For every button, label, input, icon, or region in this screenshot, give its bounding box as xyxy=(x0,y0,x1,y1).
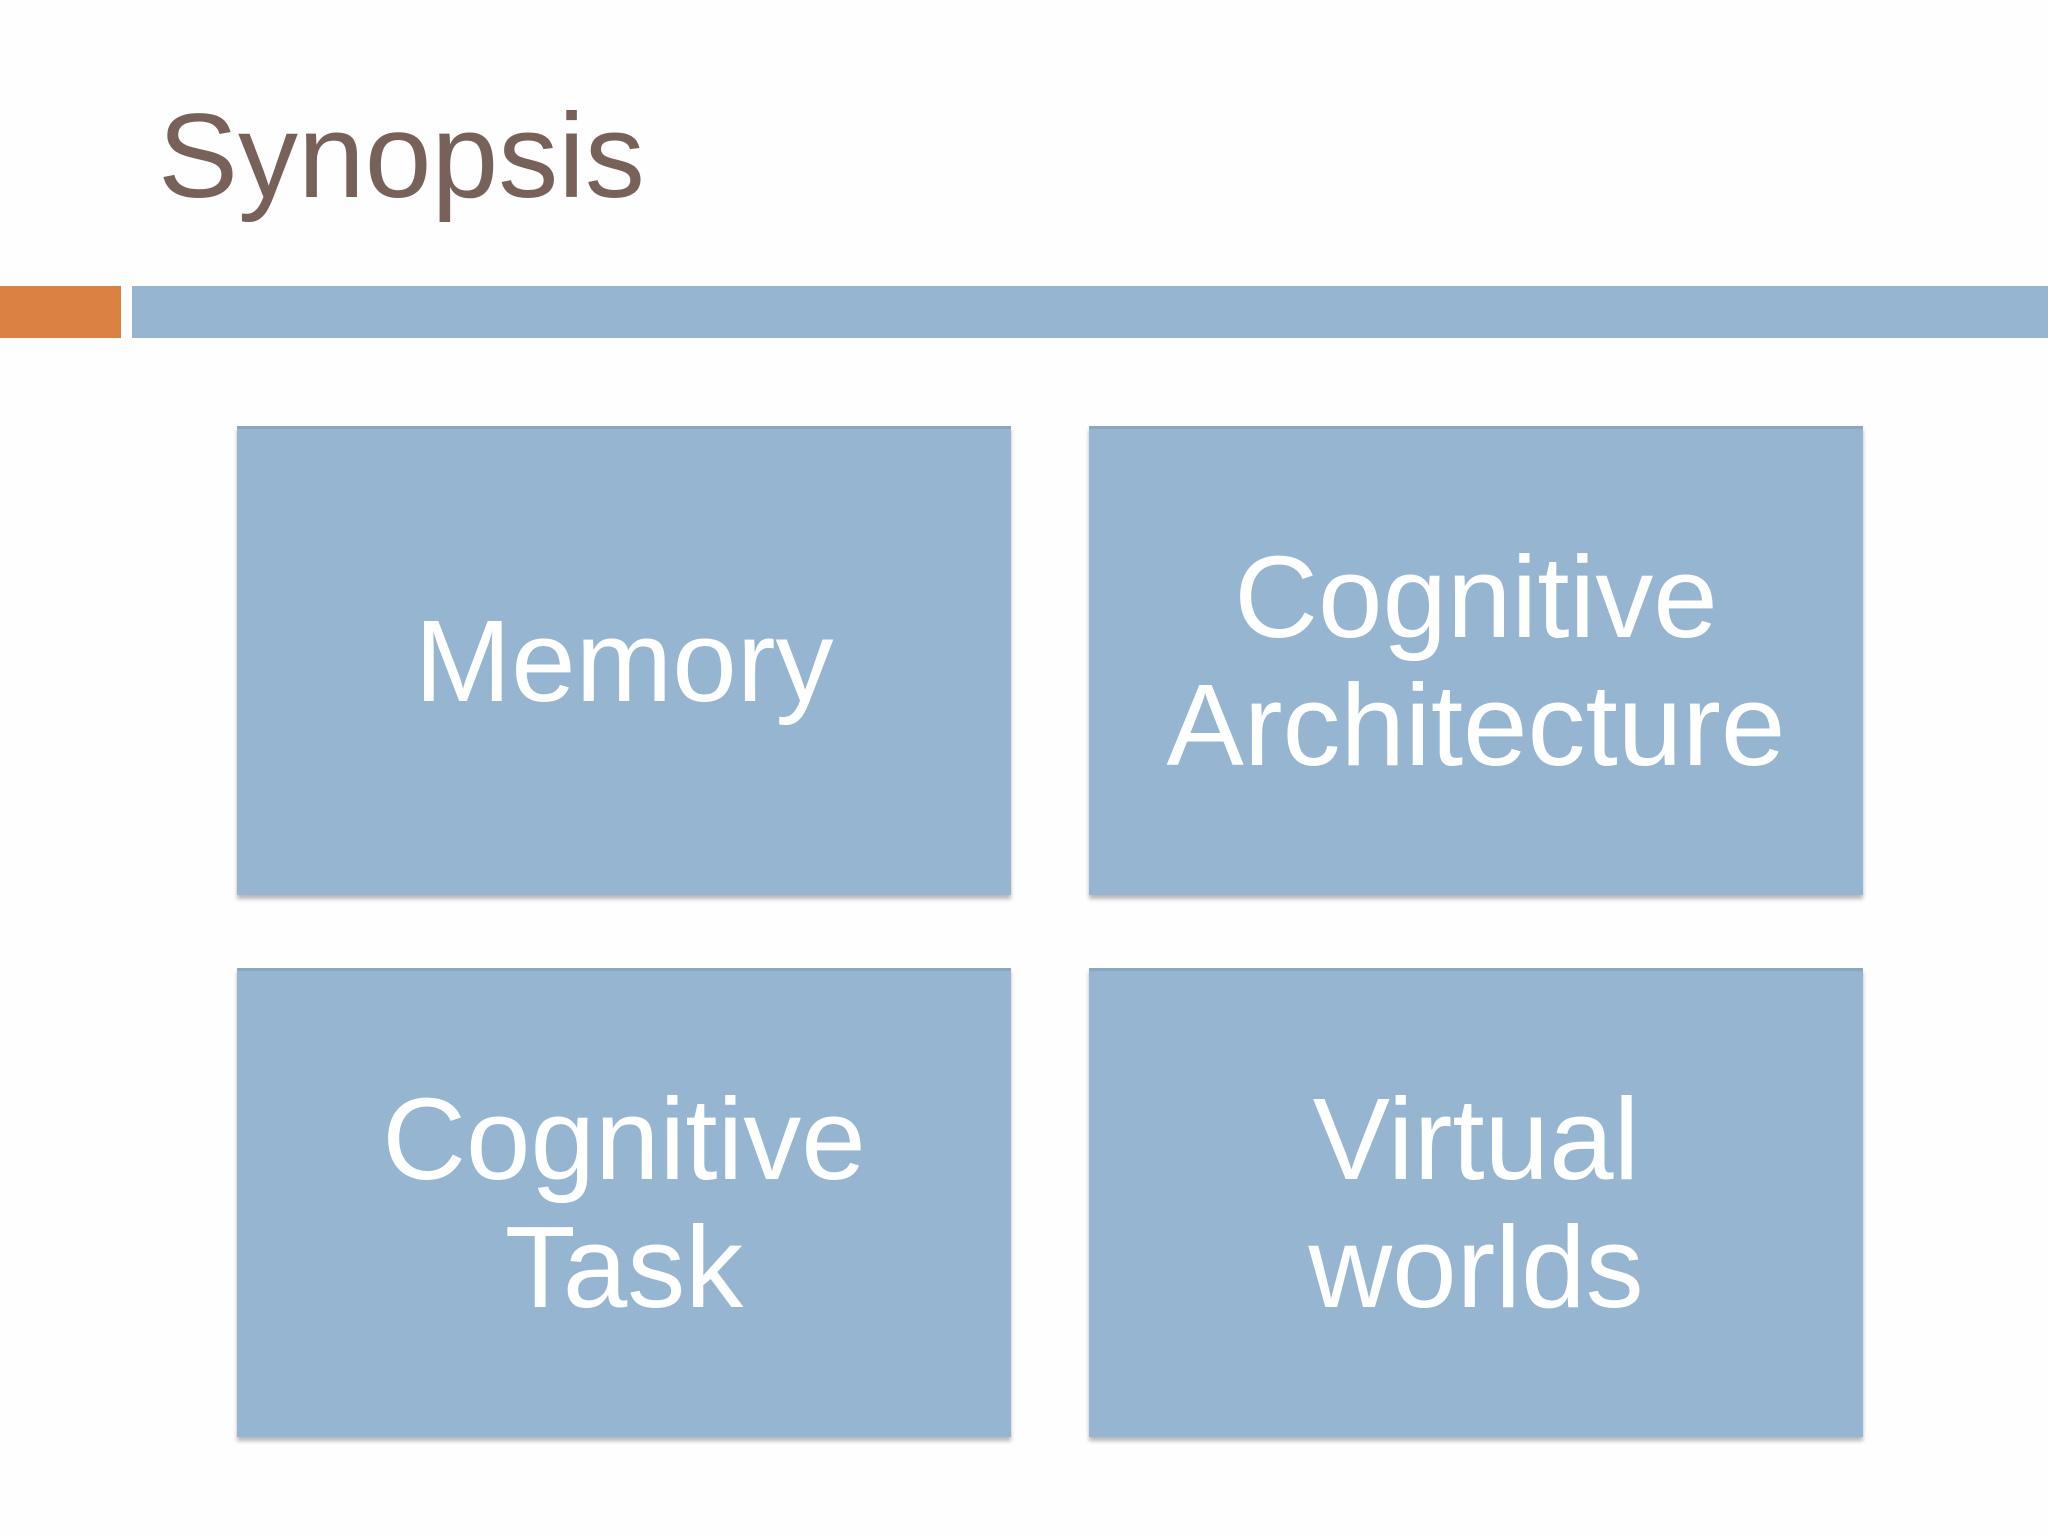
topic-box-label: Cognitive xyxy=(1234,532,1718,663)
title-accent-orange-bar xyxy=(0,286,121,338)
topic-box-label: Virtual xyxy=(1312,1074,1640,1205)
title-accent-blue-bar xyxy=(132,286,2048,338)
topic-box-cognitive-architecture: Cognitive Architecture xyxy=(1089,426,1863,895)
topic-box-label: Task xyxy=(504,1202,744,1332)
topic-box-label: Cognitive xyxy=(382,1074,866,1205)
topic-box-label: Memory xyxy=(414,596,834,727)
topic-box-label: worlds xyxy=(1308,1202,1644,1332)
topic-box-memory: Memory xyxy=(237,426,1011,895)
topic-box-label: Architecture xyxy=(1166,660,1786,790)
topic-box-cognitive-task: Cognitive Task xyxy=(237,968,1011,1437)
topic-box-virtual-worlds: Virtual worlds xyxy=(1089,968,1863,1437)
slide-title: Synopsis xyxy=(158,89,645,223)
